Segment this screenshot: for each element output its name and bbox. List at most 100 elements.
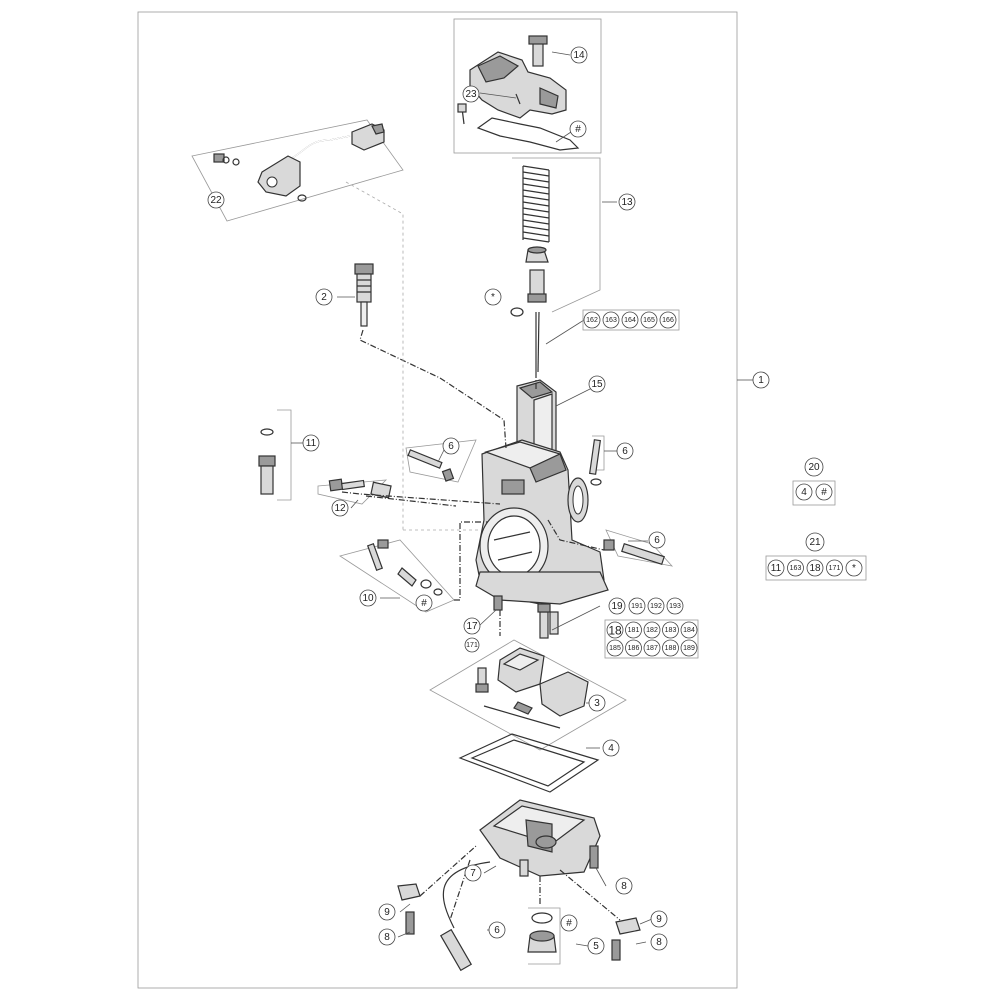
callout-c6b: 6: [616, 442, 634, 460]
jet18-option-186-label: 186: [628, 645, 640, 652]
callout-c13: 13: [618, 193, 636, 211]
jet18-options-box: [604, 619, 699, 659]
kit21-item-4: *: [845, 559, 863, 577]
callout-c17-circle: [463, 617, 481, 635]
kit21-label: 21: [805, 532, 825, 552]
callout-c4-circle: [602, 739, 620, 757]
float-bowl: [479, 799, 601, 877]
slide-spring-group: [510, 157, 601, 317]
needle-option-165: 165: [640, 311, 658, 329]
callout-c19-label: 19: [611, 601, 623, 612]
callout-c13-circle: [618, 193, 636, 211]
jet18-option-189: 189: [680, 639, 698, 657]
drain-plug: [527, 907, 561, 965]
callout-c10-label: 10: [362, 593, 374, 604]
bracket-right: [589, 845, 641, 961]
callout-c12: 12: [331, 499, 349, 517]
callout-c1: 1: [752, 371, 770, 389]
callout-c13-label: 13: [621, 197, 633, 208]
jet18-option-183-label: 183: [665, 627, 677, 634]
callout-hash-10-label: #: [421, 598, 427, 609]
jet18-option-188-label: 188: [665, 645, 677, 652]
callout-c22-label: 22: [210, 195, 222, 206]
jet19-option-193-label: 193: [669, 603, 681, 610]
jet18-option-182-label: 182: [646, 627, 658, 634]
jet18-option-184: 184: [680, 621, 698, 639]
main-assembly-frame: [137, 11, 738, 989]
callout-c6a-circle: [442, 437, 460, 455]
kit21-item-4-circle: [845, 559, 863, 577]
callout-star-needle-circle: [484, 288, 502, 306]
jet19-option-192-circle: [647, 597, 665, 615]
kit21-item-2-label: 18: [809, 563, 821, 574]
callout-c17-label: 17: [466, 621, 478, 632]
needle-option-164: 164: [621, 311, 639, 329]
kit21-item-1-label: 163: [790, 565, 802, 572]
kit21-label-label: 21: [809, 537, 821, 548]
callout-c8b: 8: [615, 877, 633, 895]
jet19-option-191-label: 191: [631, 603, 643, 610]
bracket-left: [397, 883, 421, 935]
jet18-option-18-circle: [606, 621, 624, 639]
callout-c7-label: 7: [470, 868, 476, 879]
callout-c6c-label: 6: [654, 535, 660, 546]
jet18-option-185-label: 185: [609, 645, 621, 652]
needle-option-163-label: 163: [605, 317, 617, 324]
needle-option-165-circle: [640, 311, 658, 329]
jet18-option-189-label: 189: [683, 645, 695, 652]
needle-option-166: 166: [659, 311, 677, 329]
callout-c3: 3: [588, 694, 606, 712]
jet18-option-181-label: 181: [628, 627, 640, 634]
kit21-item-0: 11: [767, 559, 785, 577]
callout-c17b: 171: [464, 637, 480, 653]
kit20-item-1-circle: [815, 483, 833, 501]
jet19-option-191-circle: [628, 597, 646, 615]
callout-c8c-circle: [650, 933, 668, 951]
callout-c6a-label: 6: [448, 441, 454, 452]
callout-c9b-label: 9: [656, 914, 662, 925]
callout-c6d: 6: [488, 921, 506, 939]
needle-option-166-label: 166: [662, 317, 674, 324]
callout-star-needle-label: *: [491, 292, 495, 303]
jet18-option-183-circle: [662, 621, 679, 639]
pin-right-lower: [603, 529, 674, 567]
needle-option-166-circle: [659, 311, 677, 329]
callout-c11-circle: [302, 434, 320, 452]
callout-c5-circle: [587, 937, 605, 955]
jet18-option-18: 18: [606, 621, 624, 639]
kit20-item-1: #: [815, 483, 833, 501]
callout-c17b-circle: [464, 637, 480, 653]
callout-c6d-label: 6: [494, 925, 500, 936]
callout-c9b-circle: [650, 910, 668, 928]
carburetor-body: [475, 439, 609, 639]
callout-c5: 5: [587, 937, 605, 955]
callout-c6c-circle: [648, 531, 666, 549]
callout-c12-circle: [331, 499, 349, 517]
needle-option-164-circle: [621, 311, 639, 329]
needle-option-162-circle: [583, 311, 601, 329]
jet18-option-185: 185: [606, 639, 624, 657]
kit21-item-2: 18: [806, 559, 824, 577]
callout-c3-label: 3: [594, 698, 600, 709]
air-screw-group: [317, 478, 392, 505]
callout-c8b-circle: [615, 877, 633, 895]
needle-option-162-label: 162: [586, 317, 598, 324]
callout-c15: 15: [588, 375, 606, 393]
callout-c6b-label: 6: [622, 446, 628, 457]
callout-c17b-label: 171: [466, 642, 478, 649]
callout-c9a-label: 9: [384, 907, 390, 918]
callout-hash-5-circle: [560, 914, 578, 932]
kit20-label-label: 20: [808, 462, 820, 473]
callout-c2-label: 2: [321, 292, 327, 303]
callout-c23-circle: [462, 85, 480, 103]
float-bowl-gasket: [458, 733, 600, 793]
idle-adjust-screw: [354, 263, 374, 327]
callout-c17: 17: [463, 617, 481, 635]
kit21-box: [765, 555, 867, 581]
callout-c7: 7: [464, 864, 482, 882]
jet18-option-187: 187: [643, 639, 661, 657]
jet18-option-181-circle: [625, 621, 642, 639]
needle-option-165-label: 165: [643, 317, 655, 324]
jet18-option-187-label: 187: [646, 645, 658, 652]
